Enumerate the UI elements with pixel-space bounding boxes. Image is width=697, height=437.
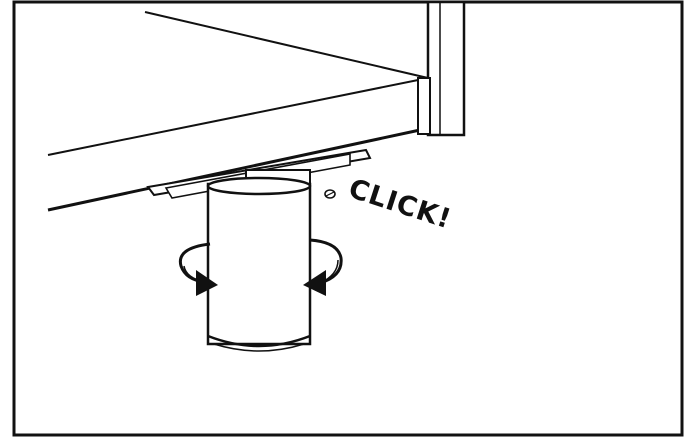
rotate-arrow-left-icon: [178, 242, 218, 296]
click-label: CLICK!: [345, 173, 456, 235]
side-panel: [426, 0, 466, 137]
click-sound-icon: [324, 189, 336, 199]
adjustable-foot: [206, 169, 312, 352]
cabinet-top: [47, 11, 431, 212]
rotate-arrow-right-icon: [303, 238, 343, 296]
frame-border: [12, 0, 684, 437]
